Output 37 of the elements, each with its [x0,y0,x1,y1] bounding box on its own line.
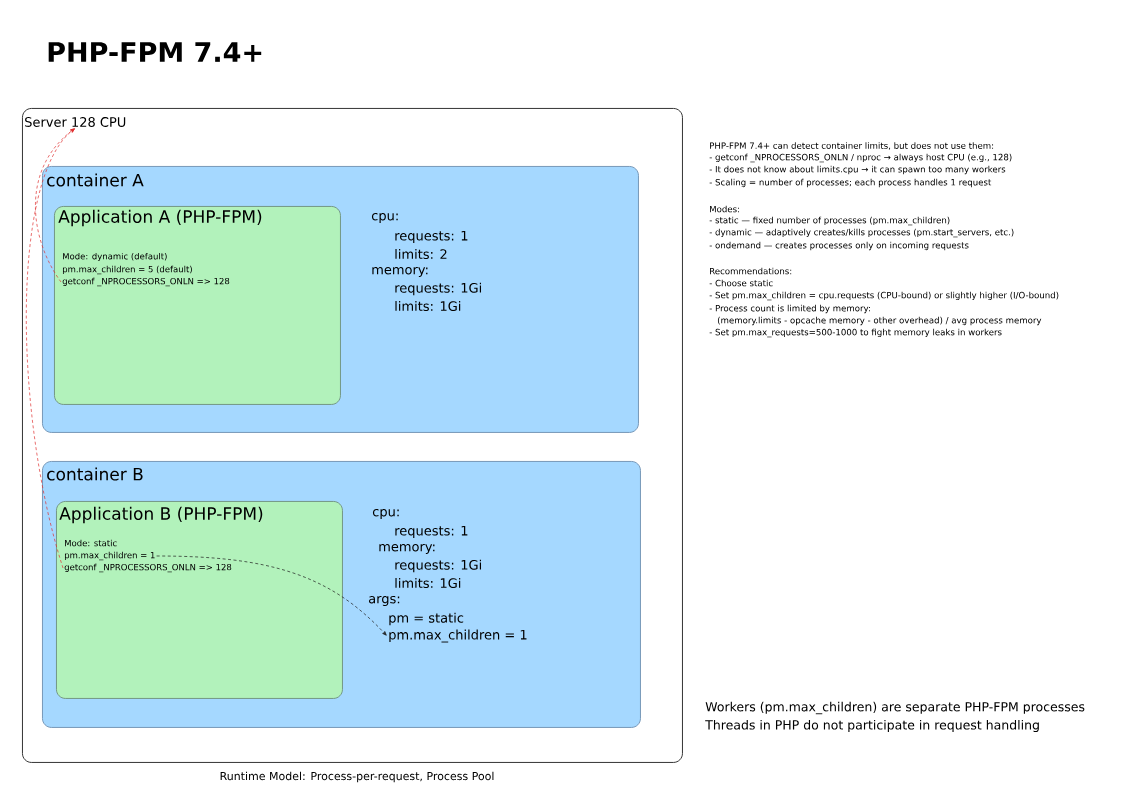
note-text: - getconf _NPROCESSORS_ONLN / nproc → always host CPU (e.g., 128) [709,153,1012,163]
resource-text: args: [369,596,400,606]
note-text: - Scaling = number of processes; each process handles 1 request [709,178,992,188]
note-text: Modes: [710,205,739,213]
summary-text: Threads in PHP do not participate in request handling [705,719,1039,733]
note-text: - Choose static [709,279,773,287]
config-line: getconf _NPROCESSORS_ONLN => 128 [64,563,232,573]
resource-text: requests: 1Gi [395,559,481,573]
summary-text: Workers (pm.max_children) are separate PHP-FPM processes [705,701,1085,715]
arrow [25,128,75,569]
resource-text: limits: 1Gi [395,300,461,312]
resource-text: cpu: [371,213,398,223]
caption: Runtime Model: Process-per-request, Process Pool [220,771,494,783]
note-text: (memory.limits - opcache memory - other overhead) / avg process memory [717,316,1042,326]
note-text: - ondemand — creates processes only on incoming requests [709,241,969,251]
note-text: - Set pm.max_children = cpu.requests (CPU-bound) or slightly higher (I/O-bound) [709,291,1059,301]
resource-text: memory: [372,267,428,277]
resource-text: requests: 1Gi [395,282,481,296]
note-text: - Set pm.max_requests=500-1000 to fight memory leaks in workers [709,328,1002,338]
resource-text: pm = static [389,612,464,626]
resource-text: requests: 1 [395,525,468,539]
resource-text: requests: 1 [395,230,468,244]
note-text: - dynamic — adaptively creates/kills processes (pm.start_servers, etc.) [709,228,1014,238]
note-text: - static — fixed number of processes (pm.max_children) [709,216,950,226]
note-text: Recommendations: [710,267,792,275]
arrow [156,555,387,636]
resource-text: cpu: [372,509,399,519]
config-line: pm.max_children = 1 [389,629,527,643]
note-text: - Process count is limited by memory: [709,304,870,314]
resource-text: memory: [379,544,435,554]
title: PHP-FPM 7.4+ [48,42,262,62]
config-line: pm.max_children = 1 [65,551,155,561]
config-line: getconf _NPROCESSORS_ONLN => 128 [62,277,230,287]
resource-text: limits: 2 [395,248,447,260]
resource-text: limits: 1Gi [395,577,461,589]
note-text: PHP-FPM 7.4+ can detect container limits, but does not use them: [710,142,994,150]
note-text: - It does not know about limits.cpu → it can spawn too many workers [709,165,1006,175]
